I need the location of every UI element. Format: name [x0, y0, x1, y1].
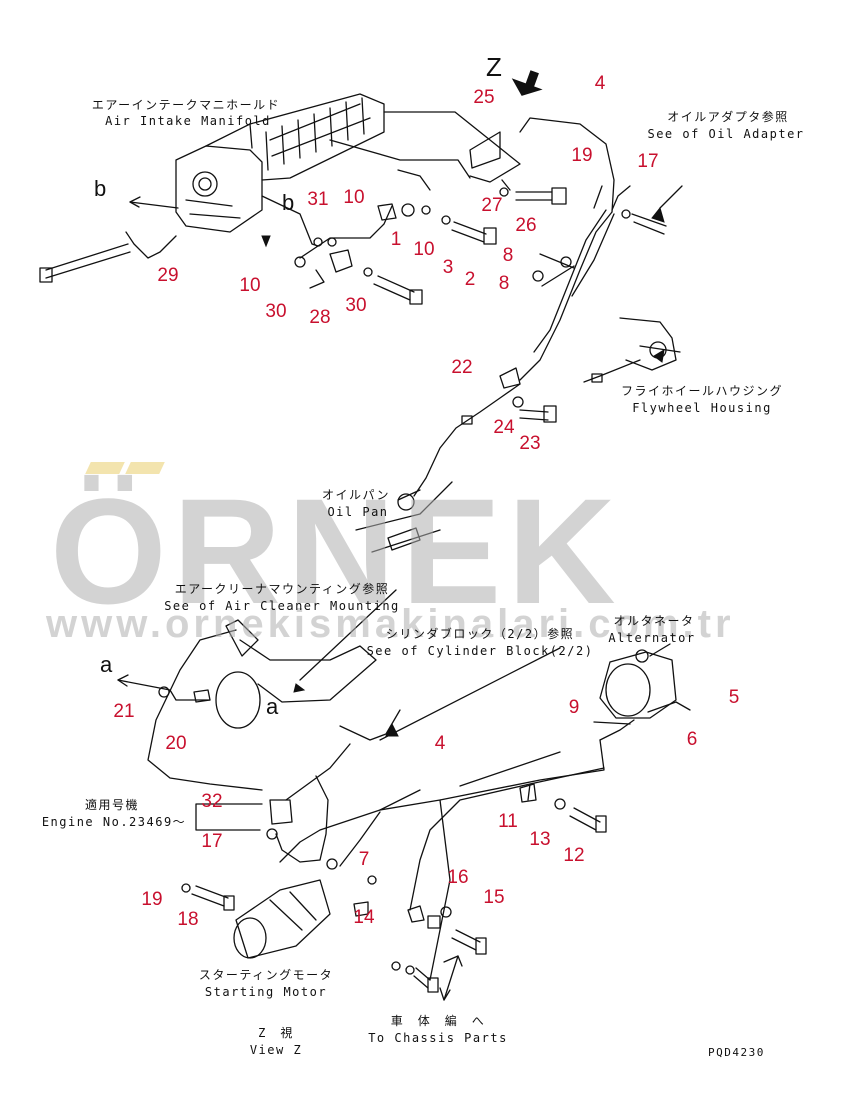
chassis-label-jp: 車 体 編 へ — [390, 1014, 486, 1028]
callout-17-upper: 17 — [637, 151, 659, 172]
engine-no-label-en: Engine No.23469～ — [41, 815, 187, 829]
callout-8-upper: 8 — [502, 245, 514, 266]
cyl-block-label-jp: シリンダブロック（2/2）参照 — [385, 627, 575, 641]
flywheel-label-jp: フライホイールハウジング — [620, 384, 784, 398]
arrow-b-mid-label: b — [282, 190, 295, 215]
callout-15: 15 — [483, 887, 505, 908]
callout-16: 16 — [447, 867, 469, 888]
callout-14: 14 — [353, 907, 375, 928]
callout-7: 7 — [358, 849, 370, 870]
arrow-a-mid-label: a — [266, 694, 279, 719]
view-z-label-jp: Z 視 — [258, 1026, 294, 1040]
callout-30-left: 30 — [265, 301, 287, 322]
callout-18: 18 — [177, 909, 199, 930]
drawing-code: PQD4230 — [708, 1046, 765, 1059]
air-intake-label-jp: エアーインテークマニホールド — [91, 98, 281, 112]
callout-25: 25 — [473, 87, 495, 108]
callout-22: 22 — [451, 357, 473, 378]
callout-10-left: 10 — [239, 275, 261, 296]
callout-4-upper: 4 — [594, 73, 606, 94]
callout-1: 1 — [390, 229, 402, 250]
callout-3: 3 — [442, 257, 454, 278]
alternator-label-jp: オルタネータ — [613, 614, 695, 628]
callout-31: 31 — [307, 189, 329, 210]
callout-19-lower: 19 — [141, 889, 163, 910]
callout-10-top: 10 — [343, 187, 365, 208]
callout-4-lower: 4 — [434, 733, 446, 754]
callout-26: 26 — [515, 215, 537, 236]
callout-19-upper: 19 — [571, 145, 593, 166]
arrowheads — [261, 70, 665, 737]
callout-24: 24 — [493, 417, 515, 438]
cyl-block-label-en: See of Cylinder Block(2/2) — [366, 644, 594, 658]
callout-27: 27 — [481, 195, 503, 216]
callout-10-mid: 10 — [413, 239, 435, 260]
starting-motor-label-jp: スターティングモータ — [198, 968, 334, 982]
air-intake-label-en: Air Intake Manifold — [105, 114, 271, 128]
callout-2: 2 — [464, 269, 476, 290]
callout-9: 9 — [568, 697, 580, 718]
arrow-a-left-label: a — [100, 652, 113, 677]
callout-6: 6 — [686, 729, 698, 750]
callout-11: 11 — [498, 811, 518, 832]
air-cleaner-label-jp: エアークリーナマウンティング参照 — [174, 582, 390, 596]
callout-8-lower: 8 — [498, 273, 510, 294]
chassis-label-en: To Chassis Parts — [368, 1031, 508, 1045]
callout-5: 5 — [728, 687, 740, 708]
watermark-brand: ÖRNEK — [50, 467, 622, 635]
callout-12: 12 — [563, 845, 585, 866]
callout-30-right: 30 — [345, 295, 367, 316]
view-z-marker: Z — [486, 52, 502, 82]
callout-29: 29 — [157, 265, 179, 286]
callout-21: 21 — [113, 701, 135, 722]
callout-32: 32 — [201, 791, 223, 812]
watermark-url: www.ornekismakinalari.com.tr — [46, 602, 735, 646]
oil-pan-label-en: Oil Pan — [327, 505, 389, 519]
oil-adapter-label-jp: オイルアダプタ参照 — [667, 110, 789, 124]
callout-20: 20 — [165, 733, 187, 754]
callout-13: 13 — [529, 829, 551, 850]
starting-motor-label-en: Starting Motor — [204, 985, 328, 999]
view-z-label-en: View Z — [249, 1043, 303, 1057]
callout-28: 28 — [309, 307, 331, 328]
alternator-label-en: Alternator — [608, 631, 696, 645]
callout-17-lower: 17 — [201, 831, 223, 852]
arrow-b-left-label: b — [94, 176, 107, 201]
callout-23: 23 — [519, 433, 541, 454]
oil-pan-label-jp: オイルパン — [321, 488, 391, 502]
engine-no-label-jp: 適用号機 — [84, 798, 140, 812]
flywheel-label-en: Flywheel Housing — [632, 401, 772, 415]
air-cleaner-label-en: See of Air Cleaner Mounting — [164, 599, 400, 613]
oil-adapter-label-en: See of Oil Adapter — [647, 127, 805, 141]
